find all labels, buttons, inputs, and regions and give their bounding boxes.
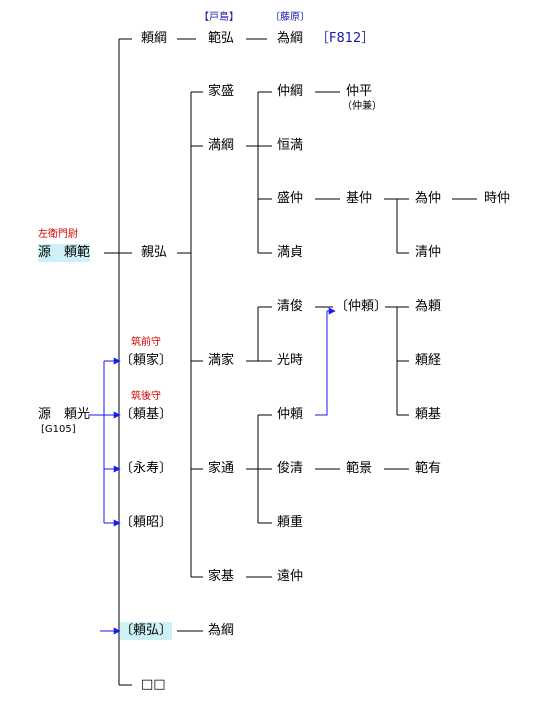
person-mitsutoki: 光時 bbox=[277, 353, 304, 368]
person-yorihiro: 〔頼弘〕 bbox=[120, 622, 173, 640]
person-nakayori: 仲頼 bbox=[277, 407, 304, 422]
person-tonaka: 遠仲 bbox=[277, 569, 304, 584]
person-yoriaki: 〔頼昭〕 bbox=[120, 515, 173, 530]
person-iemoto: 家基 bbox=[208, 569, 235, 584]
person-noriari: 範有 bbox=[415, 461, 442, 476]
person-yoritsuna: 頼綱 bbox=[141, 31, 168, 46]
title-chikuzen-no-kami: 筑前守 bbox=[131, 337, 161, 348]
title-chikugo-no-kami: 筑後守 bbox=[131, 391, 161, 402]
person-tametsuna-1: 為綱 bbox=[277, 31, 304, 46]
person-nakayori-adopted: 〔仲頼〕 bbox=[335, 299, 388, 314]
person-yoriie: 〔頼家〕 bbox=[120, 353, 173, 368]
ref-f812: ［F812］ bbox=[316, 31, 375, 46]
person-tokinaka: 時仲 bbox=[484, 191, 511, 206]
person-tamenaka: 為仲 bbox=[415, 191, 442, 206]
person-kiyotoshi: 清俊 bbox=[277, 299, 304, 314]
person-minamoto-yorinori: 源 頼範 bbox=[38, 244, 91, 262]
title-saemonnojo: 左衛門尉 bbox=[38, 229, 78, 240]
person-motonaka: 基仲 bbox=[346, 191, 373, 206]
person-norihiro: 範弘 bbox=[208, 31, 235, 46]
person-tameyori: 為頼 bbox=[415, 299, 442, 314]
person-iemori: 家盛 bbox=[208, 84, 235, 99]
note-fujiwara: 〔藤原〕 bbox=[270, 12, 310, 23]
person-minamoto-yorimitsu: 源 頼光 bbox=[38, 407, 91, 422]
person-chikahiro: 親弘 bbox=[141, 245, 168, 260]
person-norikage: 範景 bbox=[346, 461, 373, 476]
person-tsunemitsu: 恒満 bbox=[277, 138, 304, 153]
person-nakatsuna: 仲綱 bbox=[277, 84, 304, 99]
person-tametsuna-2: 為綱 bbox=[208, 623, 235, 638]
person-kiyonaka: 清仲 bbox=[415, 245, 442, 260]
person-eiju: 〔永寿〕 bbox=[120, 461, 173, 476]
person-mitsutsuna: 満綱 bbox=[208, 138, 235, 153]
person-yorimoto-2: 頼基 bbox=[415, 407, 442, 422]
person-toshikiyo: 俊清 bbox=[277, 461, 304, 476]
person-morinaka: 盛仲 bbox=[277, 191, 304, 206]
note-toshima: 【戸島】 bbox=[199, 12, 239, 23]
person-mitsusada: 満貞 bbox=[277, 245, 304, 260]
note-nakakane: （仲兼） bbox=[342, 101, 382, 112]
person-yorishige: 頼重 bbox=[277, 515, 304, 530]
person-nakahira: 仲平 bbox=[346, 84, 373, 99]
person-unknown: □□ bbox=[141, 677, 166, 692]
person-yorimoto: 〔頼基〕 bbox=[120, 407, 173, 422]
ref-g105: [G105] bbox=[41, 424, 76, 435]
person-yoritsune: 頼経 bbox=[415, 353, 442, 368]
person-iemichi: 家通 bbox=[208, 461, 235, 476]
person-mitsuie: 満家 bbox=[208, 353, 235, 368]
